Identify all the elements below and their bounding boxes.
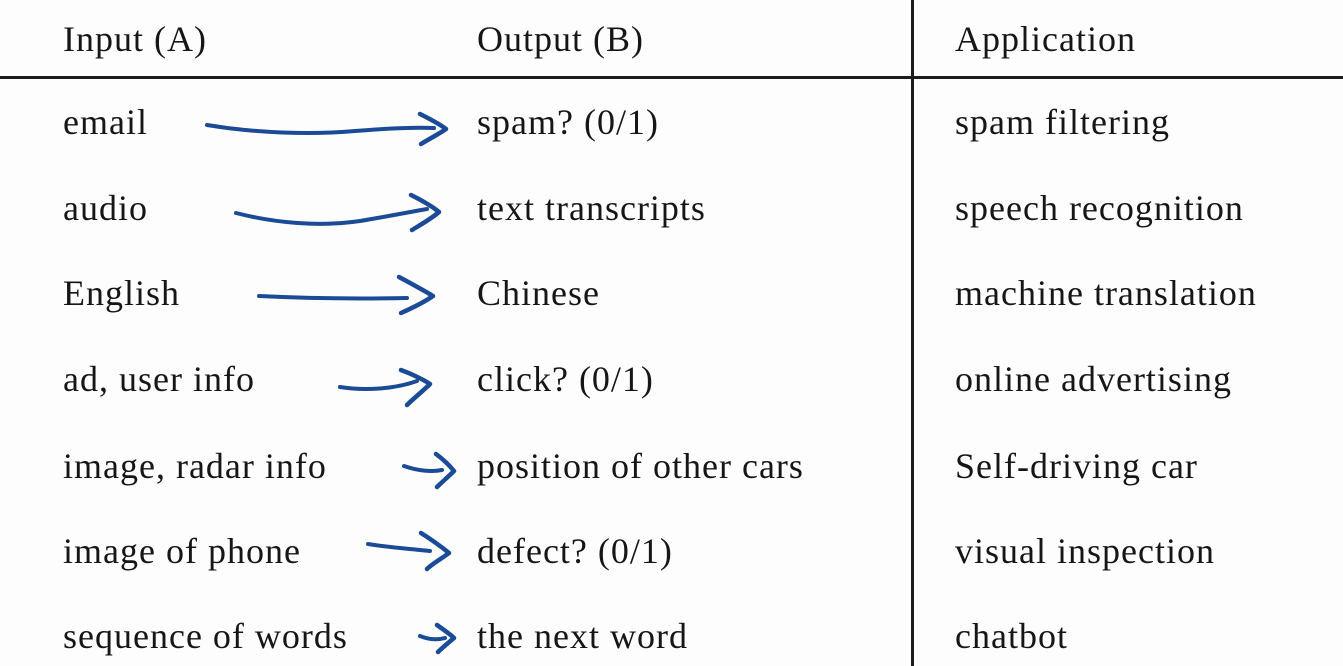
output-cell: position of other cars [477,446,804,486]
input-cell: image, radar info [63,446,327,486]
right-arrow-icon [366,530,452,572]
input-cell: email [63,102,148,142]
right-arrow-icon [402,451,457,490]
column-header-output: Output (B) [477,19,644,59]
application-cell: spam filtering [955,102,1170,142]
application-cell: visual inspection [955,531,1215,571]
input-cell: audio [63,188,148,228]
right-arrow-icon [418,622,457,655]
column-header-input: Input (A) [63,19,207,59]
right-arrow-icon [234,192,442,233]
right-arrow-icon [338,367,433,408]
output-cell: click? (0/1) [477,359,654,399]
output-cell: text transcripts [477,188,706,228]
application-cell: chatbot [955,616,1068,656]
input-cell: sequence of words [63,616,348,656]
right-arrow-icon [257,274,436,316]
input-cell: English [63,273,181,313]
column-divider-line [911,0,914,666]
input-cell: image of phone [63,531,301,571]
output-cell: the next word [477,616,688,656]
application-cell: Self-driving car [955,446,1198,486]
output-cell: Chinese [477,273,600,313]
output-cell: defect? (0/1) [477,531,673,571]
output-cell: spam? (0/1) [477,102,659,142]
header-divider-line [0,76,1343,79]
input-cell: ad, user info [63,359,255,399]
column-header-application: Application [955,19,1136,59]
application-cell: machine translation [955,273,1257,313]
application-cell: speech recognition [955,188,1244,228]
application-cell: online advertising [955,359,1232,399]
right-arrow-icon [205,111,449,147]
